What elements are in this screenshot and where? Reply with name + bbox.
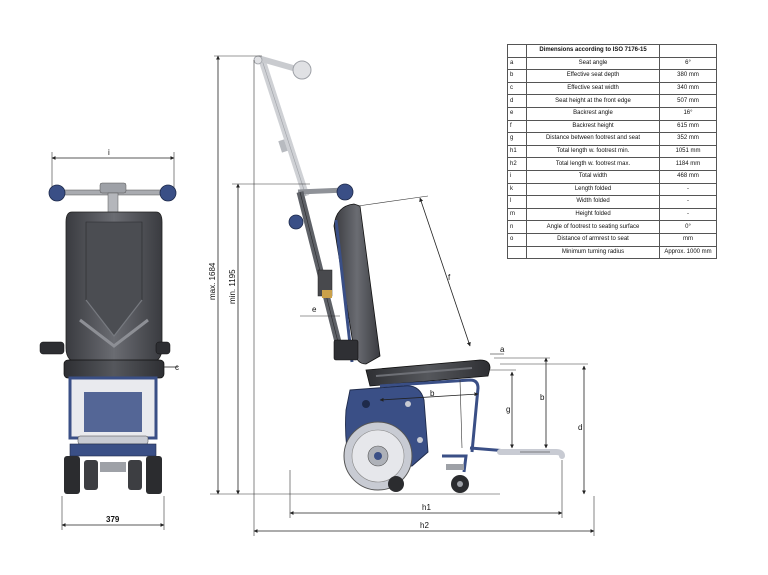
front-view: i c 379 [39, 148, 179, 530]
footrest-g-label: g [506, 405, 510, 414]
footrest [497, 449, 565, 459]
seat-depth-b-label: b [430, 389, 435, 398]
backrest-angle-e-label: e [312, 305, 317, 314]
backrest-height-f-label: f [448, 273, 451, 282]
front-seat [63, 359, 165, 379]
side-seat [365, 359, 491, 387]
length-h2-label: h2 [420, 521, 429, 530]
length-h1-label: h1 [422, 503, 431, 512]
seat-width-c-label: c [175, 363, 179, 372]
left-handle-knob [48, 184, 66, 202]
min-height-label: min. 1195 [228, 269, 237, 304]
footrest-seat-b-label: b [540, 393, 545, 402]
side-handle-knob [336, 183, 354, 201]
right-handle-knob [159, 184, 177, 202]
max-height-label: max. 1684 [208, 262, 217, 300]
table-title: Dimensions according to ISO 7176-15 [526, 44, 660, 58]
seat-angle-a-label: a [500, 345, 505, 354]
front-left-wheel [64, 456, 80, 494]
base-width-379-label: 379 [106, 515, 120, 524]
side-view: max. 1684 min. 1195 e f a b g b d [208, 55, 595, 536]
table-key-header [507, 44, 527, 58]
width-i-label: i [108, 148, 110, 157]
front-height-d-label: d [578, 423, 582, 432]
front-right-wheel [146, 456, 162, 494]
table-value-header [659, 44, 717, 58]
